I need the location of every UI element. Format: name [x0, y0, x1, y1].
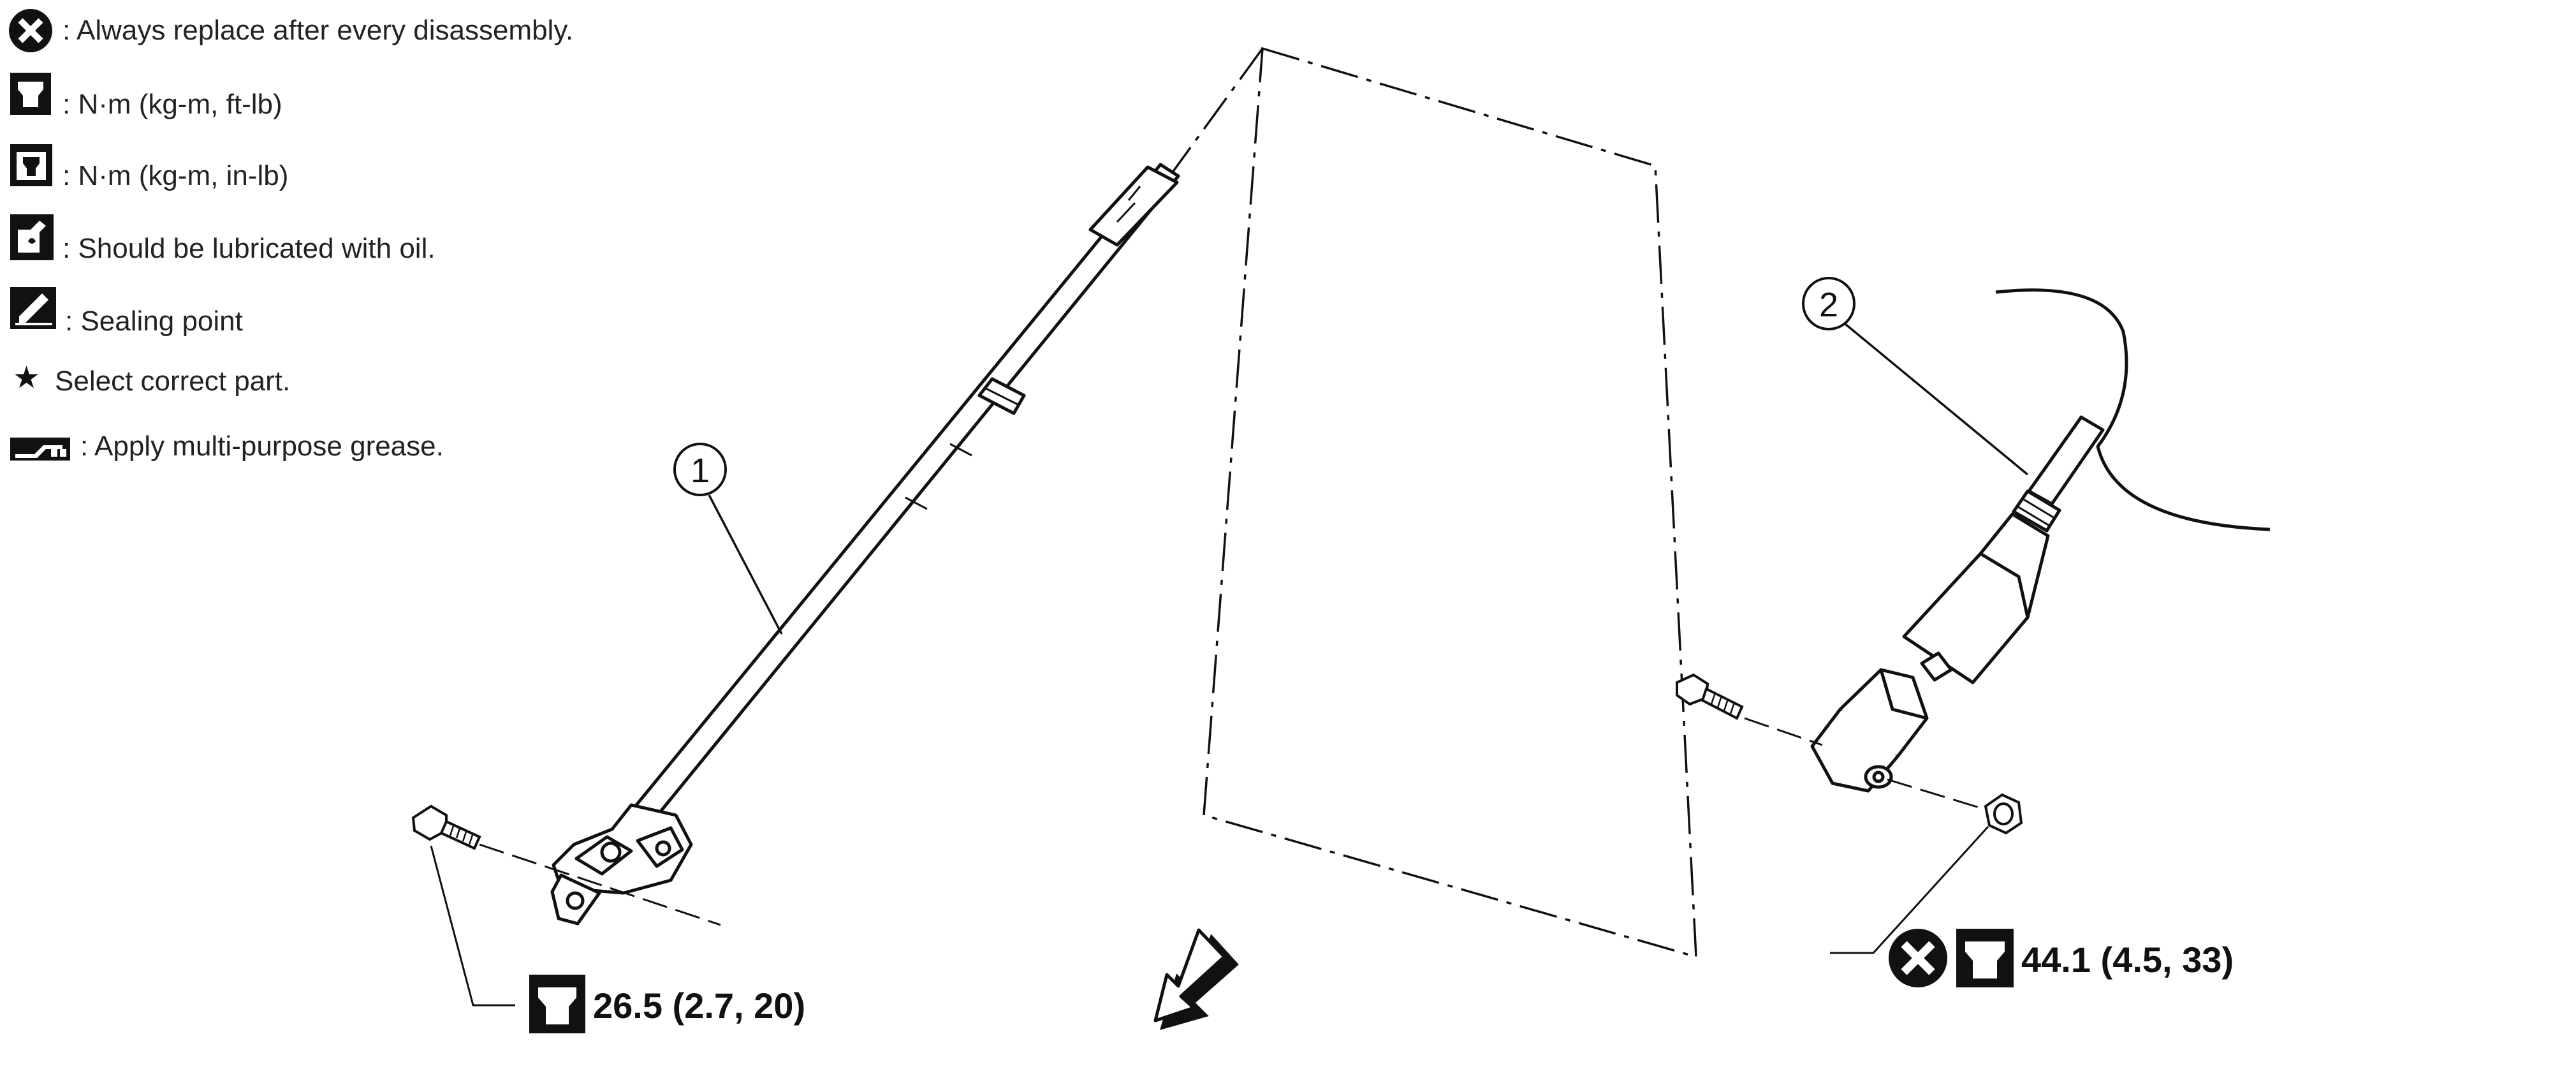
always-replace-icon-torque [1889, 929, 1947, 987]
torque-wrench-icon-right [1956, 929, 2014, 987]
torque-value-left: 26.5 (2.7, 20) [593, 985, 805, 1026]
legend-item-5: Select correct part. [55, 365, 290, 397]
right-torque-callout: 44.1 (4.5, 33) [1830, 825, 2234, 987]
front-direction-arrow-icon [1153, 928, 1239, 1030]
grease-icon [10, 438, 70, 461]
left-bolt [411, 804, 481, 850]
oil-can-icon [10, 214, 54, 260]
legend-item-0: : Always replace after every disassembly… [62, 15, 573, 46]
right-bolt [1676, 673, 1744, 720]
star-icon: ★ [13, 360, 40, 395]
callout-1-label: 1 [691, 452, 710, 490]
lower-shaft [550, 163, 1180, 926]
dash-dot-outline [1169, 47, 1697, 959]
torque-inlb-icon [10, 144, 52, 186]
torque-wrench-icon [529, 975, 585, 1033]
legend-item-4: : Sealing point [65, 306, 243, 337]
legend-item-3: : Should be lubricated with oil. [62, 233, 435, 264]
sealing-point-icon [10, 287, 56, 329]
left-bolt-axis [479, 843, 721, 926]
nut-axis [1887, 778, 1980, 809]
left-torque-callout: 26.5 (2.7, 20) [430, 845, 805, 1033]
legend-item-6: : Apply multi-purpose grease. [80, 431, 444, 462]
nut [1984, 793, 2023, 835]
legend: : Always replace after every disassembly… [9, 9, 573, 462]
callout-1: 1 [673, 443, 783, 635]
always-replace-icon [9, 9, 52, 52]
callout-2-label: 2 [1819, 286, 1838, 324]
legend-item-2: : N·m (kg-m, in-lb) [62, 160, 288, 191]
callout-2: 2 [1802, 277, 2029, 476]
torque-ftlb-icon [10, 73, 51, 115]
column-cover-curve [1995, 288, 2271, 531]
torque-value-right: 44.1 (4.5, 33) [2021, 940, 2234, 980]
upper-shaft-assembly [1810, 415, 2105, 793]
legend-item-1: : N·m (kg-m, ft-lb) [62, 89, 282, 120]
right-bolt-axis [1744, 717, 1823, 746]
